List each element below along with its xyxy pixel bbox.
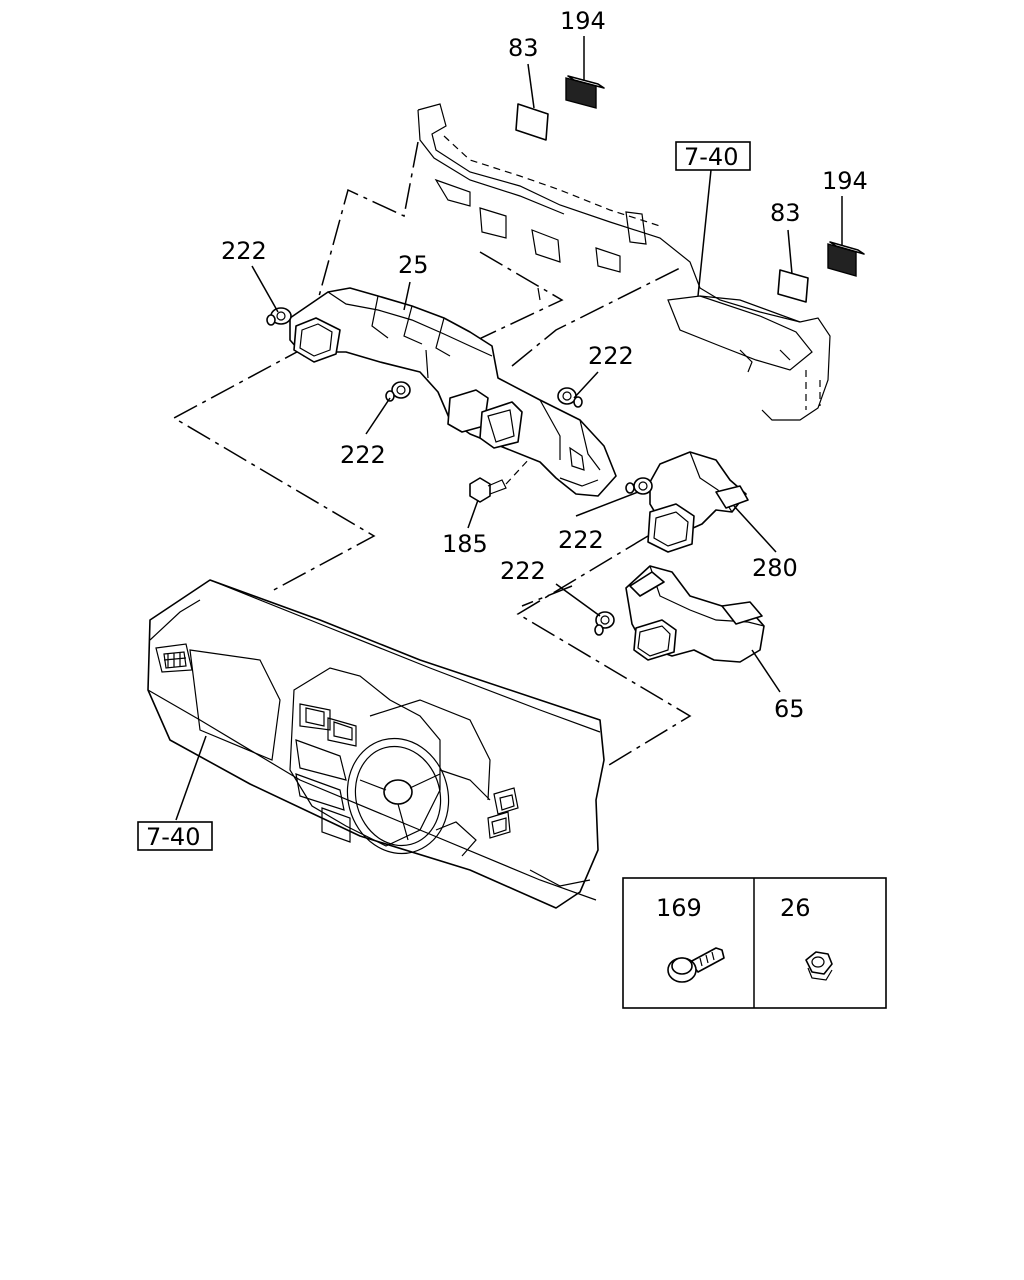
side-duct-280: [647, 451, 749, 553]
reference-box-top: [675, 141, 751, 171]
callout-280: 280: [752, 554, 798, 582]
inset-label-169: 169: [656, 894, 702, 922]
vent-pads: [515, 75, 865, 303]
reference-box-bottom: [137, 821, 213, 851]
callout-25: 25: [398, 251, 429, 279]
leader-lines: [175, 36, 843, 821]
callout-83-right: 83: [770, 199, 801, 227]
callout-7-40-bottom: 7-40: [146, 823, 200, 851]
fastener-inset: 169 26: [622, 877, 887, 1009]
callout-65: 65: [774, 695, 805, 723]
callout-194-top: 194: [560, 7, 606, 35]
clips-222: [266, 307, 653, 636]
callout-185: 185: [442, 530, 488, 558]
instrument-panel: [147, 579, 605, 909]
bolt-169-icon: [667, 947, 725, 983]
callout-labels: 194 83 7-40 194 83 222 25 222 222 185 22…: [137, 7, 868, 851]
callout-222-mid: 222: [340, 441, 386, 469]
callout-194-right: 194: [822, 167, 868, 195]
nut-26-icon: [805, 951, 833, 981]
screw-185: [469, 457, 531, 503]
inset-label-26: 26: [780, 894, 811, 922]
callout-222-lower: 222: [558, 526, 604, 554]
side-duct-65: [625, 565, 765, 663]
cross-car-beam: [417, 103, 831, 421]
callout-83-top: 83: [508, 34, 539, 62]
callout-7-40-top: 7-40: [684, 143, 738, 171]
callout-222-mid-right: 222: [588, 342, 634, 370]
callout-222-left: 222: [221, 237, 267, 265]
callout-222-bottom: 222: [500, 557, 546, 585]
center-duct-25: [289, 287, 617, 497]
